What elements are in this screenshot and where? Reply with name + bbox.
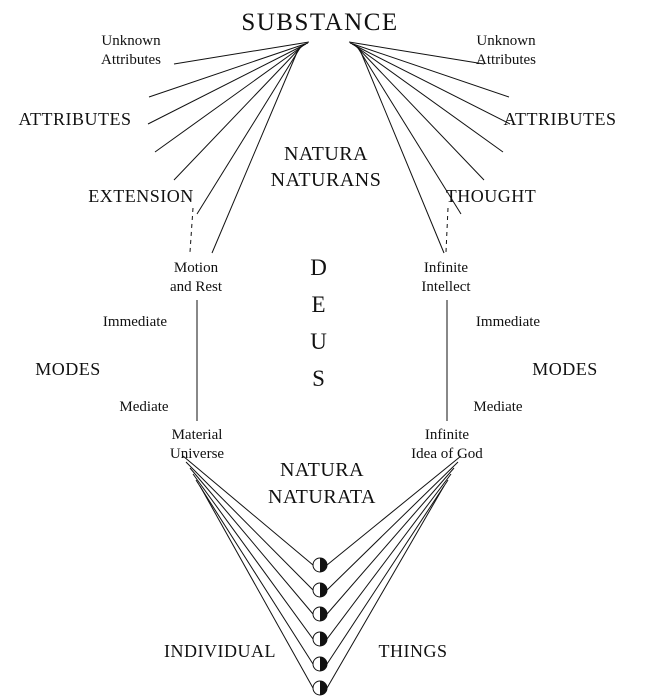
extension-label: EXTENSION [88,186,194,206]
mediate-left-label: Mediate [119,399,168,415]
extension-mode-dashed-link [189,207,194,253]
infinite-idea-of-god-line1: Infinite [425,427,469,443]
fan-line [351,43,511,125]
deus-vertical-label: D E U S [310,255,328,391]
mediate-right-label: Mediate [473,399,522,415]
unknown-attributes-left-line2: Attributes [101,52,161,68]
fan-line [349,42,510,98]
fan-line [355,45,485,181]
fan-line [173,41,310,65]
individual-thing-node [312,582,328,598]
individuation-line [326,455,462,566]
unknown-attributes-right-line1: Unknown [476,33,536,49]
natura-naturans-line2: NATURANS [271,169,382,191]
individuation-line [195,479,314,665]
individual-thing-node [312,606,328,622]
things-label: THINGS [379,641,448,661]
thought-mode-dashed-link [445,207,449,253]
node-half-fill [320,583,327,597]
individuation-line [192,473,314,640]
natura-naturans-line1: NATURA [284,143,368,165]
attributes-left-label: ATTRIBUTES [19,109,132,129]
individuation-line [326,479,449,665]
deus-letter-e: E [311,292,326,317]
individuation-line [326,473,452,640]
individuation-line [326,467,455,615]
fan-line [173,45,303,181]
infinite-intellect-line2: Intellect [421,279,471,295]
substance-label: SUBSTANCE [241,9,398,36]
node-half-fill [320,657,327,671]
individual-things-nodes [312,557,328,696]
fan-line [357,47,462,215]
individual-thing-node [312,680,328,696]
individuation-line [185,461,314,591]
individual-thing-node [312,631,328,647]
left-attribute-fan [147,41,310,254]
individual-label: INDIVIDUAL [164,641,276,661]
motion-and-rest-line2: and Rest [170,279,223,295]
individual-thing-node [312,557,328,573]
material-universe-line1: Material [172,427,223,443]
right-individuation-lines [326,455,462,689]
unknown-attributes-left-line1: Unknown [101,33,161,49]
fan-line [148,42,309,98]
fan-line [348,41,485,65]
node-half-fill [320,558,327,572]
individuation-line [189,467,314,615]
individuation-line [326,461,459,591]
unknown-attributes-right-line2: Attributes [476,52,536,68]
right-attribute-fan [348,41,511,254]
natura-naturata-line1: NATURA [280,459,364,481]
modes-right-label: MODES [532,359,598,379]
individuation-line [199,485,314,689]
attributes-right-label: ATTRIBUTES [504,109,617,129]
node-half-fill [320,607,327,621]
fan-line [353,44,504,153]
fan-line [359,49,445,254]
individuation-line [326,485,445,689]
fan-line [147,43,307,125]
node-half-fill [320,632,327,646]
fan-line [211,49,299,254]
deus-letter-u: U [310,329,328,354]
node-half-fill [320,681,327,695]
individual-thing-node [312,656,328,672]
immediate-left-label: Immediate [103,314,167,330]
infinite-intellect-line1: Infinite [424,260,468,276]
left-individuation-lines [182,455,314,689]
deus-letter-d: D [310,255,328,280]
fan-line [154,44,305,153]
natura-naturata-line2: NATURATA [268,486,376,508]
material-universe-line2: Universe [170,446,224,462]
individuation-line [182,455,314,566]
fan-line [196,47,301,215]
infinite-idea-of-god-line2: Idea of God [411,446,483,462]
thought-label: THOUGHT [446,186,537,206]
motion-and-rest-line1: Motion [174,260,219,276]
modes-left-label: MODES [35,359,101,379]
immediate-right-label: Immediate [476,314,540,330]
deus-letter-s: S [312,366,326,391]
